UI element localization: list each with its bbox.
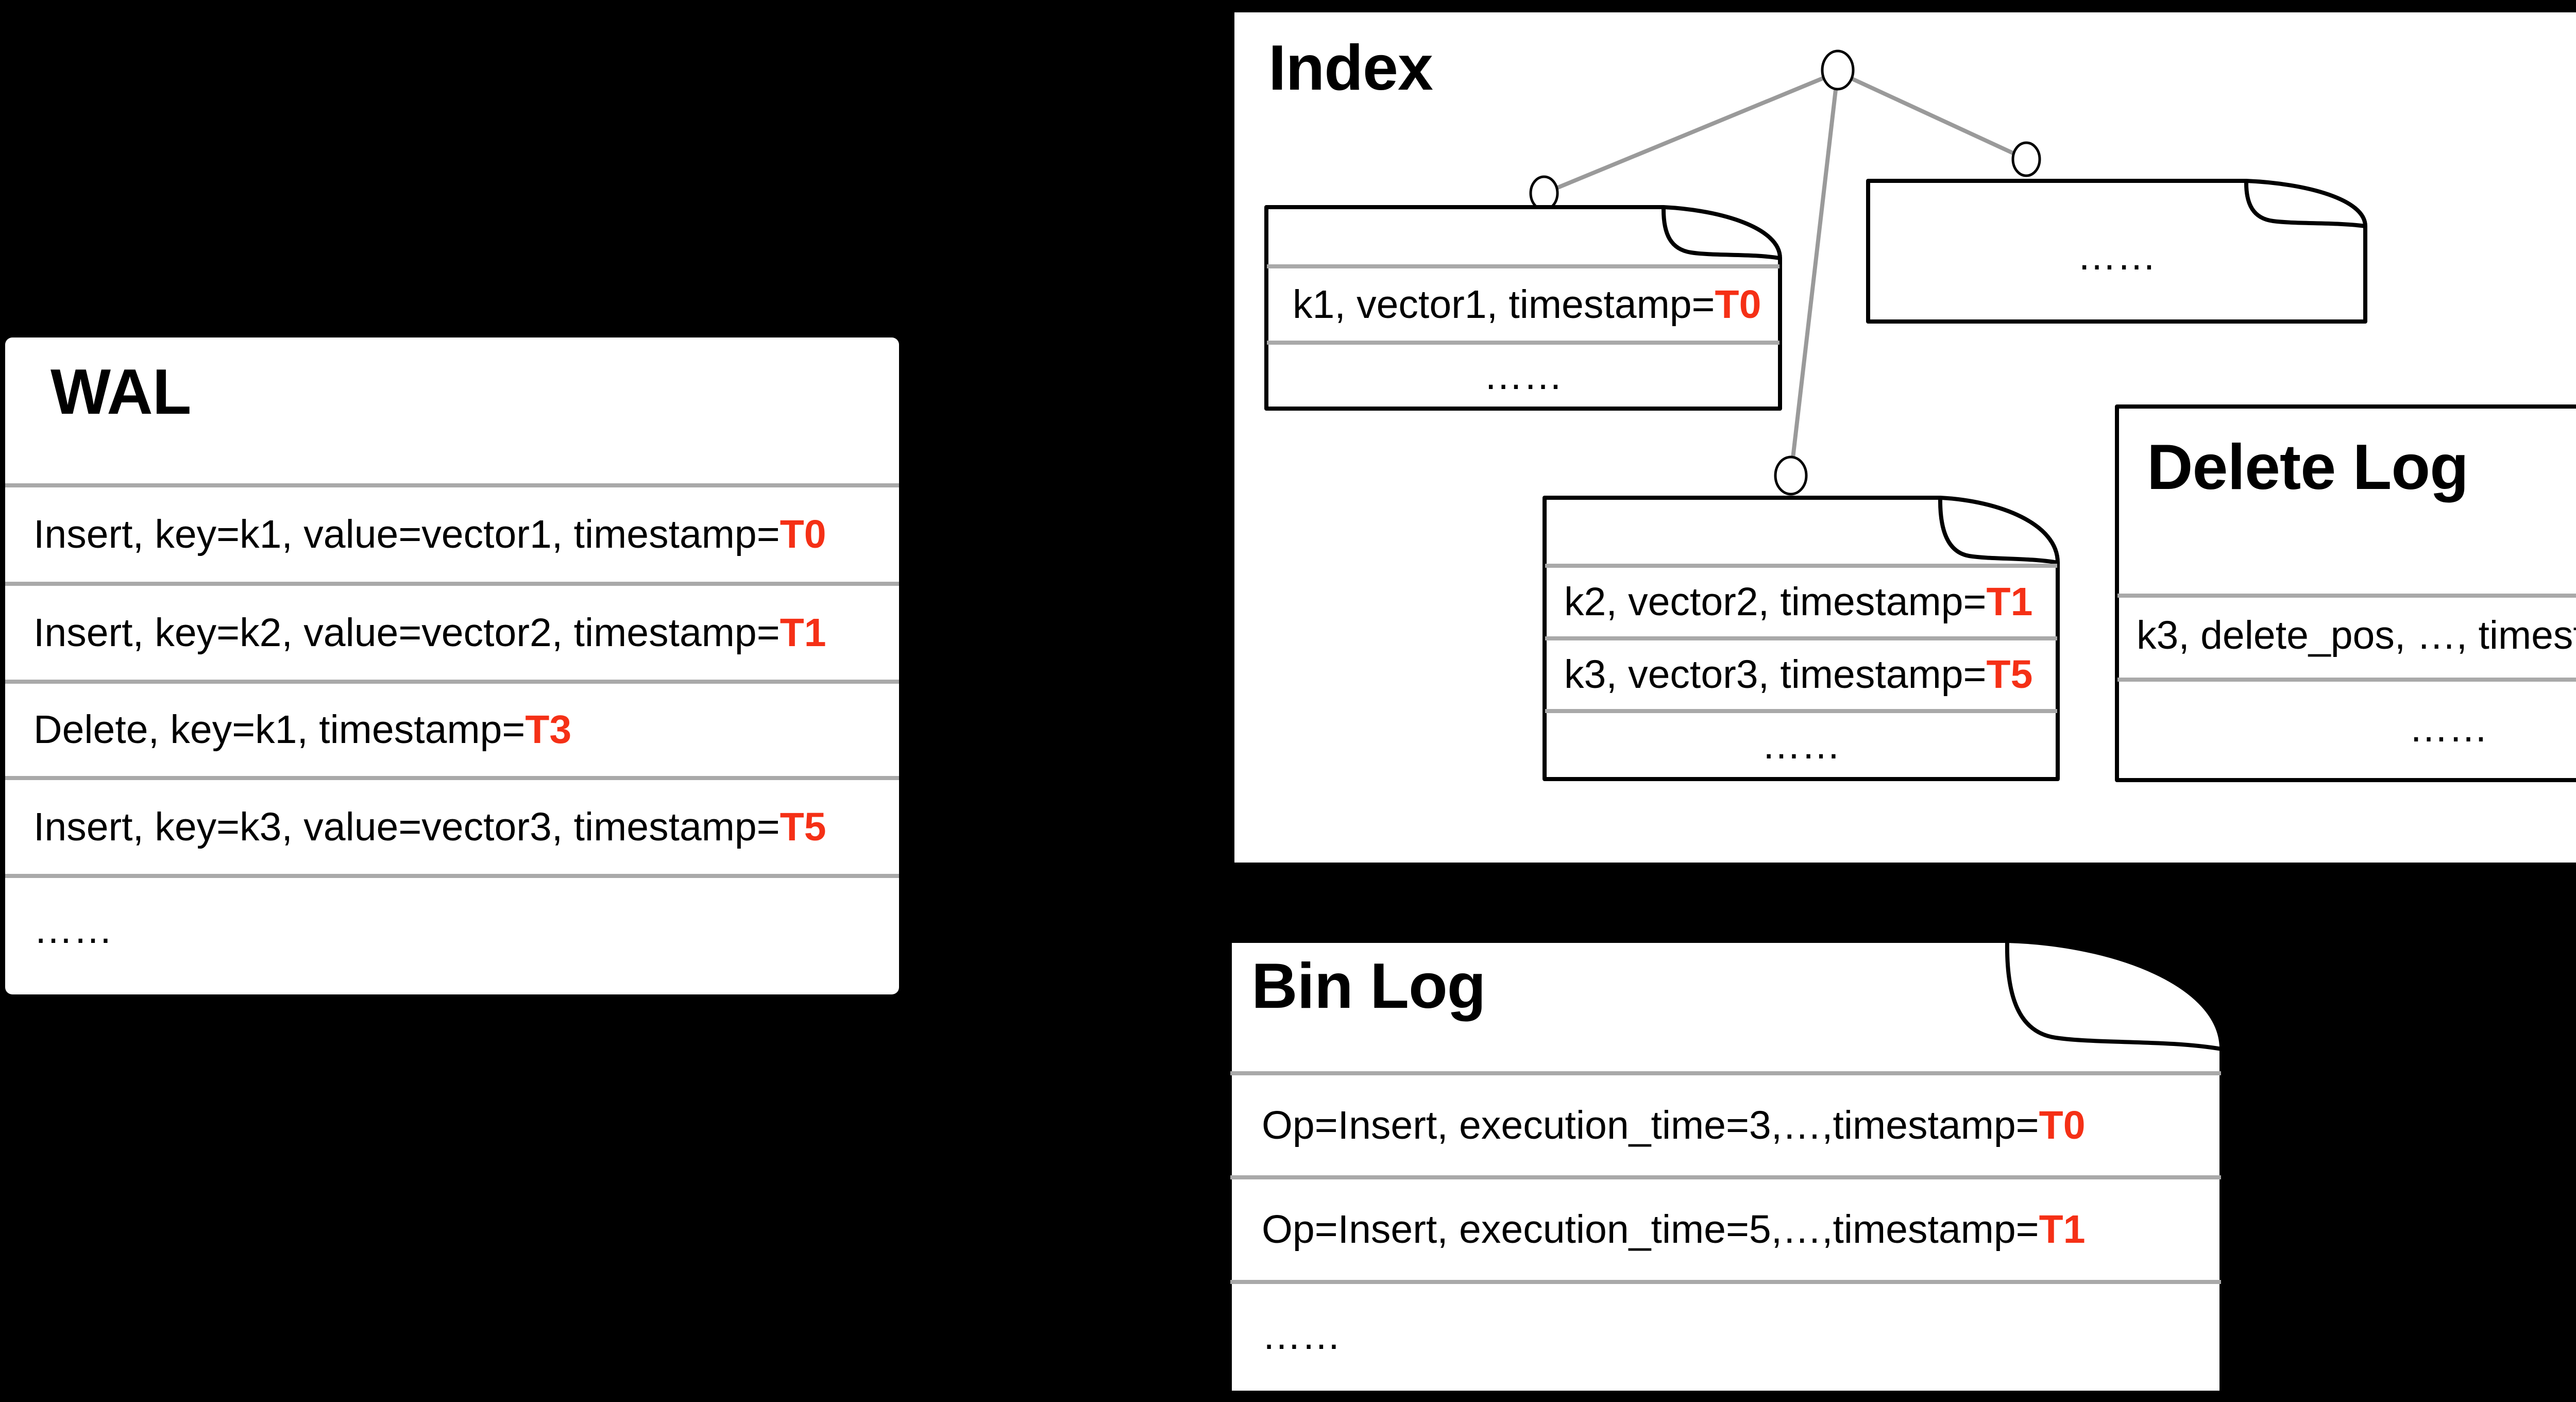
delete-log-row-2-ellipsis: ……: [2115, 682, 2576, 774]
wal-box: WAL Insert, key=k1, value=vector1, times…: [5, 337, 899, 994]
wal-row-2-text: Insert, key=k2, value=vector2, timestamp…: [33, 610, 780, 655]
file1-row-1: k1, vector1, timestamp=T0: [1293, 268, 1761, 341]
file-divider: [1545, 709, 2057, 713]
wal-row-5-ellipsis: ……: [33, 878, 113, 981]
wal-row-3-timestamp: T3: [525, 707, 572, 752]
document-outline: [2115, 404, 2576, 782]
tree-middle-node: [1774, 455, 1808, 496]
file3-row-2-timestamp: T5: [1986, 652, 2033, 697]
file-divider: [2117, 594, 2576, 598]
file3-row-1-timestamp: T1: [1986, 580, 2033, 624]
document-fold-corner: [2005, 939, 2224, 1051]
wal-row-5-text: ……: [33, 907, 113, 952]
index-title: Index: [1268, 32, 1433, 104]
bin-log-row-3-ellipsis: ……: [1262, 1284, 1341, 1387]
wal-divider: [5, 874, 899, 878]
document-shape: [1264, 205, 1782, 411]
document-fold-corner: [2244, 179, 2367, 228]
file-divider: [1230, 1071, 2221, 1075]
wal-title: WAL: [50, 357, 191, 428]
tree-edge-left: [1543, 70, 1839, 195]
file-divider: [1230, 1280, 2221, 1284]
bin-log-row-1-timestamp: T0: [2039, 1103, 2086, 1147]
bin-log-row-2-timestamp: T1: [2039, 1207, 2086, 1252]
file-divider: [2117, 678, 2576, 682]
delete-log-row-1-text: k3, delete_pos, …, timestamp=: [2137, 613, 2576, 657]
wal-row-1-text: Insert, key=k1, value=vector1, timestamp…: [33, 512, 780, 556]
file-divider: [1267, 341, 1780, 345]
document-shape: [2115, 404, 2576, 782]
file3-row-3-text: ……: [1761, 722, 1841, 767]
wal-row-4: Insert, key=k3, value=vector3, timestamp…: [33, 780, 826, 874]
wal-row-4-text: Insert, key=k3, value=vector3, timestamp…: [33, 804, 780, 849]
document-outline: [1228, 939, 2224, 1395]
delete-log-row-2-text: ……: [2409, 705, 2488, 750]
tree-edge-right: [1837, 70, 2027, 161]
wal-row-3: Delete, key=k1, timestamp=T3: [33, 684, 571, 776]
delete-log-title: Delete Log: [2147, 432, 2469, 503]
file1-row-2-text: ……: [1483, 353, 1563, 398]
wal-row-3-text: Delete, key=k1, timestamp=: [33, 707, 526, 752]
bin-log-row-2: Op=Insert, execution_time=5,…,timestamp=…: [1262, 1179, 2086, 1280]
wal-divider: [5, 680, 899, 684]
bin-log-row-3-text: ……: [1262, 1313, 1341, 1358]
file1-row-1-timestamp: T0: [1715, 282, 1761, 327]
wal-divider: [5, 582, 899, 586]
index-tree: [1529, 49, 2041, 496]
wal-divider: [5, 483, 899, 487]
tree-right-node: [2011, 141, 2041, 177]
file3-row-3-ellipsis: ……: [1543, 713, 2060, 777]
bin-log-row-1-text: Op=Insert, execution_time=3,…,timestamp=: [1262, 1103, 2039, 1147]
file2-row-ellipsis: ……: [1866, 210, 2367, 302]
file3-row-2: k3, vector3, timestamp=T5: [1564, 640, 2032, 709]
wal-row-2-timestamp: T1: [779, 610, 826, 655]
wal-row-1: Insert, key=k1, value=vector1, timestamp…: [33, 487, 826, 582]
document-fold-corner: [1938, 496, 2060, 565]
bin-log-row-2-text: Op=Insert, execution_time=5,…,timestamp=: [1262, 1207, 2039, 1252]
delete-log-box: Delete Log k3, delete_pos, …, timestamp=…: [2115, 404, 2576, 782]
file3-row-2-text: k3, vector3, timestamp=: [1564, 652, 1987, 697]
bin-log-row-1: Op=Insert, execution_time=3,…,timestamp=…: [1262, 1075, 2086, 1175]
tree-edge-middle: [1789, 72, 1840, 476]
index-segment-file-2: ……: [1866, 179, 2367, 324]
file1-row-2-ellipsis: ……: [1264, 345, 1782, 407]
file3-row-1-text: k2, vector2, timestamp=: [1564, 580, 1987, 624]
file-divider: [1230, 1175, 2221, 1179]
delete-log-row-1: k3, delete_pos, …, timestamp=T3: [2137, 598, 2576, 673]
wal-row-4-timestamp: T5: [779, 804, 826, 849]
bin-log-title: Bin Log: [1251, 951, 1486, 1022]
file-divider: [1545, 636, 2057, 640]
document-shape: [1866, 179, 2367, 324]
file-divider: [1267, 264, 1780, 268]
document-fold-corner: [1661, 205, 1782, 260]
index-segment-file-3: k2, vector2, timestamp=T1 k3, vector3, t…: [1543, 496, 2060, 781]
file-divider: [1545, 564, 2057, 568]
document-shape: [1228, 939, 2224, 1395]
file1-row-1-text: k1, vector1, timestamp=: [1293, 282, 1715, 327]
file2-row-text: ……: [2077, 233, 2157, 278]
bin-log-box: Bin Log Op=Insert, execution_time=3,…,ti…: [1228, 939, 2224, 1395]
file3-row-1: k2, vector2, timestamp=T1: [1564, 568, 2032, 636]
tree-root-node: [1821, 49, 1855, 91]
wal-row-2: Insert, key=k2, value=vector2, timestamp…: [33, 586, 826, 680]
wal-divider: [5, 776, 899, 780]
index-segment-file-1: k1, vector1, timestamp=T0 ……: [1264, 205, 1782, 411]
wal-row-1-timestamp: T0: [779, 512, 826, 556]
